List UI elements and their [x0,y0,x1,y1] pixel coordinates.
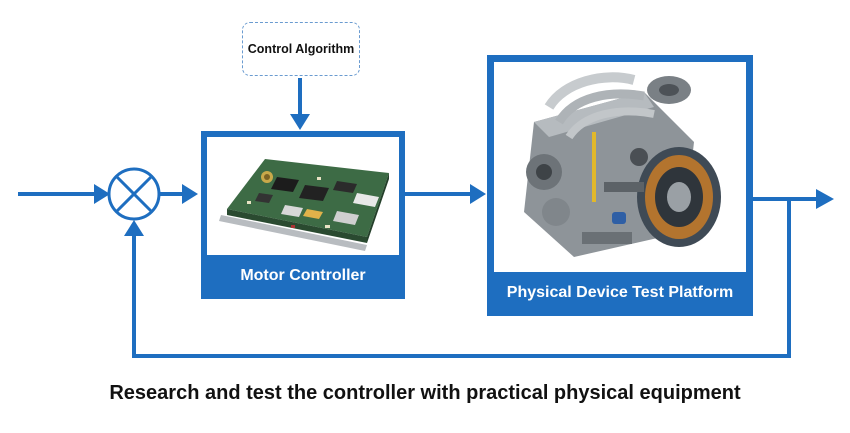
control-algorithm-box: Control Algorithm [242,22,360,76]
summing-junction-icon [107,167,161,221]
motor-controller-image-area [207,137,399,255]
engine-image [524,72,721,257]
input-arrowhead [94,184,110,204]
diagram-caption: Research and test the controller with pr… [109,382,741,404]
physical-device-test-platform-block: Physical Device Test Platform [487,55,753,316]
physical-device-image-area [494,62,746,272]
feedback-arrowhead [124,220,144,236]
physical-device-test-platform-label: Physical Device Test Platform [506,284,734,301]
motor-controller-block: Motor Controller [201,131,405,299]
feedback-loop [132,199,791,358]
motor-controller-label: Motor Controller [240,267,366,284]
circuit-board-image [219,159,389,251]
control-algorithm-label: Control Algorithm [247,42,355,56]
